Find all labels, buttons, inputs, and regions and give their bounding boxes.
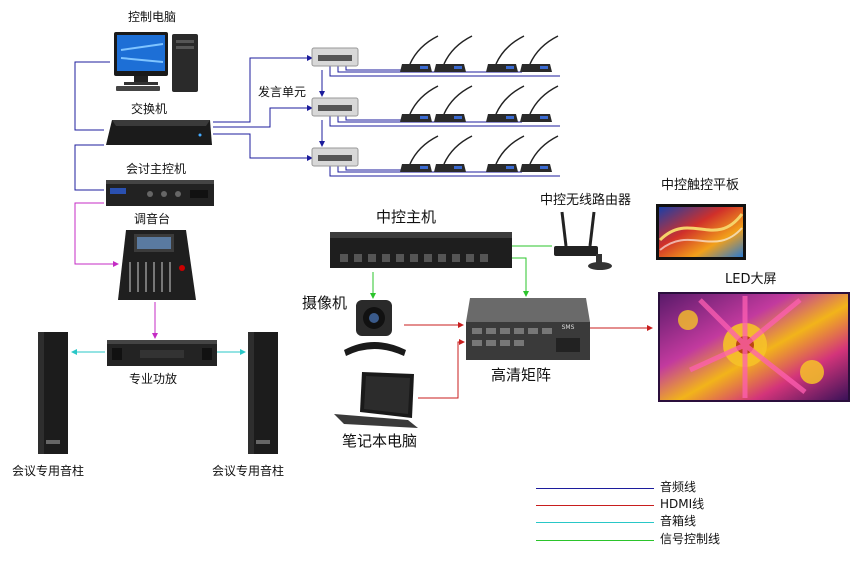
microphone-icon-5: [400, 85, 439, 122]
camera-icon: [344, 300, 406, 356]
label-conference-host: 会讨主控机: [126, 162, 187, 176]
column-speaker-right-icon: [248, 332, 278, 454]
label-hd-matrix: 高清矩阵: [491, 366, 552, 384]
speaker-unit-hub-2-icon: [311, 97, 359, 117]
switch-icon: [106, 120, 212, 145]
led-screen-icon: [658, 292, 850, 402]
speaker-unit-hub-3-icon: [311, 147, 359, 167]
legend-swatch-hdmi: [536, 505, 654, 506]
label-amplifier: 专业功放: [129, 372, 178, 386]
column-speaker-left-icon: [38, 332, 68, 454]
label-laptop: 笔记本电脑: [342, 432, 418, 450]
mixer-icon: [118, 230, 196, 300]
label-mixer: 调音台: [134, 212, 171, 226]
microphone-icon-2: [434, 35, 473, 72]
microphone-icon-11: [486, 135, 525, 172]
legend-label-hdmi: HDMI线: [660, 497, 705, 511]
legend-swatch-audio: [536, 488, 654, 489]
microphone-icon-12: [520, 135, 559, 172]
hd-matrix-icon: SMS: [466, 298, 590, 360]
microphone-icon-3: [486, 35, 525, 72]
legend-label-signal: 信号控制线: [660, 532, 721, 546]
label-camera: 摄像机: [302, 294, 348, 312]
label-speaker-unit: 发言单元: [258, 85, 307, 99]
speaker-unit-hub-1-icon: [311, 47, 359, 67]
microphone-icon-6: [434, 85, 473, 122]
label-central-control-host: 中控主机: [376, 208, 437, 226]
microphone-icon-4: [520, 35, 559, 72]
hdmi-wires: [404, 322, 653, 399]
microphone-icon-10: [434, 135, 473, 172]
hd-matrix-brand: SMS: [562, 324, 575, 331]
wireless-router-icon: [554, 211, 612, 270]
microphone-icon-1: [400, 35, 439, 72]
label-touch-tablet: 中控触控平板: [661, 178, 740, 193]
mixer-wires: [74, 202, 158, 339]
microphone-icon-7: [486, 85, 525, 122]
legend-swatch-signal: [536, 540, 654, 541]
legend-swatch-speaker: [536, 522, 654, 523]
central-control-host-icon: [330, 232, 512, 268]
microphone-icon-9: [400, 135, 439, 172]
laptop-icon: [334, 372, 418, 428]
label-switch: 交换机: [131, 102, 168, 116]
amplifier-icon: [107, 340, 217, 366]
label-wireless-router: 中控无线路由器: [540, 193, 632, 208]
legend-label-audio: 音频线: [660, 480, 697, 494]
microphone-icon-8: [520, 85, 559, 122]
audio-wires: [74, 55, 560, 191]
touch-tablet-icon: [656, 204, 746, 260]
legend-label-speaker: 音箱线: [660, 514, 697, 528]
microphones: [400, 35, 559, 172]
label-column-speaker-right: 会议专用音柱: [212, 464, 285, 478]
label-led-screen: LED大屏: [725, 272, 777, 287]
label-control-pc: 控制电脑: [128, 10, 177, 24]
conference-host-icon: [106, 180, 214, 206]
control-pc-icon: [114, 32, 198, 92]
label-column-speaker-left: 会议专用音柱: [12, 464, 85, 478]
